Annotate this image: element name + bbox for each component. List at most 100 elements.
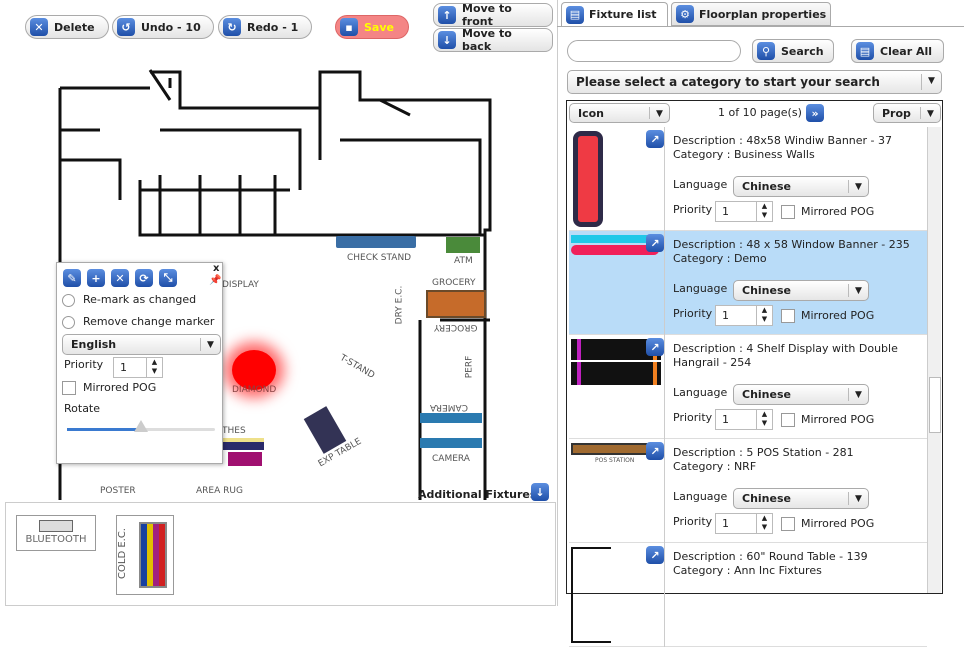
mirrored-checkbox[interactable] [781, 517, 795, 531]
priority-stepper[interactable]: 1▲▼ [113, 357, 163, 378]
fixture-thumbnail[interactable]: POS STATION [569, 439, 665, 543]
tray-item-cold-ec[interactable]: COLD E.C. [116, 515, 174, 595]
place-fixture-icon[interactable]: ↗ [646, 546, 664, 564]
diamond-fixture-selected[interactable] [232, 350, 276, 390]
fixture-priority-stepper[interactable]: 1▲▼ [715, 305, 773, 326]
label-dry-ec: DRY E.C. [394, 285, 405, 325]
tab-fixture-list[interactable]: ▤Fixture list [561, 2, 668, 26]
category-select[interactable]: Please select a category to start your s… [567, 70, 942, 94]
priority-label: Priority [673, 307, 713, 320]
icon-select[interactable]: Icon▼ [569, 103, 670, 123]
arrow-up-icon: ↑ [438, 6, 456, 24]
place-fixture-icon[interactable]: ↗ [646, 234, 664, 252]
fixture-row[interactable]: ↗ Description : 4 Shelf Display with Dou… [569, 335, 927, 439]
refresh-icon[interactable]: ⟳ [135, 269, 153, 287]
rotate-slider-thumb[interactable] [134, 420, 148, 432]
fixture-priority-stepper[interactable]: 1▲▼ [715, 201, 773, 222]
fixture-priority-stepper[interactable]: 1 ▲▼ [715, 409, 773, 430]
remark-radio[interactable] [62, 294, 75, 307]
clothes-table-fixture[interactable] [228, 452, 262, 466]
stepper-arrows-icon[interactable]: ▲▼ [756, 202, 772, 221]
fixture-description: Description : 5 POS Station - 281 [673, 446, 854, 460]
clear-label: Clear All [880, 44, 933, 58]
fixture-language-select[interactable]: Chinese▼ [733, 280, 869, 301]
prop-select[interactable]: Prop▼ [873, 103, 941, 123]
list-scrollbar[interactable] [927, 127, 941, 593]
search-button[interactable]: ⚲Search [752, 39, 834, 63]
label-atm: ATM [454, 256, 473, 266]
place-fixture-icon[interactable]: ↗ [646, 130, 664, 148]
bluetooth-label: BLUETOOTH [25, 534, 87, 545]
fixture-category: Category : Ann Inc Fixtures [673, 564, 822, 577]
additional-fixtures-tray: BLUETOOTH COLD E.C. [5, 502, 556, 606]
place-fixture-icon[interactable]: ↗ [646, 442, 664, 460]
fixture-thumbnail[interactable] [569, 127, 665, 231]
mirrored-checkbox[interactable] [781, 205, 795, 219]
description-text-cont: Hangrail - 254 [673, 356, 752, 369]
delete-button[interactable]: ✕Delete [25, 15, 109, 39]
priority-label: Priority [64, 358, 104, 371]
stepper-arrows-icon[interactable]: ▲▼ [756, 410, 772, 429]
redo-button[interactable]: ↻Redo - 1 [218, 15, 312, 39]
stepper-arrows-icon[interactable]: ▲▼ [756, 514, 772, 533]
save-button[interactable]: ▪Save [335, 15, 409, 39]
fixture-thumbnail[interactable] [569, 231, 665, 335]
undo-button[interactable]: ↺Undo - 10 [112, 15, 214, 39]
search-input[interactable] [567, 40, 741, 62]
mirrored-checkbox[interactable] [62, 381, 76, 395]
stepper-arrows-icon[interactable]: ▲▼ [756, 306, 772, 325]
fixture-row[interactable]: POS STATION ↗ Description : 5 POS Statio… [569, 439, 927, 543]
rotate-slider[interactable] [67, 420, 215, 432]
chevron-down-icon: ▼ [649, 107, 669, 119]
mirrored-checkbox[interactable] [781, 309, 795, 323]
atm-fixture[interactable] [446, 237, 480, 253]
save-icon: ▪ [340, 18, 358, 36]
language-label: Language [673, 386, 728, 399]
book-icon: ▤ [566, 5, 584, 24]
label-grocery-top: GROCERY [432, 278, 476, 288]
scrollbar-thumb[interactable] [929, 377, 941, 433]
fixture-row[interactable]: ↗ Description : 48 x 58 Window Banner - … [569, 231, 927, 335]
floorplan-canvas[interactable]: CHECK STAND ATM GROCERY GROCERY DRY E.C.… [0, 60, 556, 502]
check-stand-fixture[interactable] [336, 236, 416, 248]
fixture-language-select[interactable]: Chinese▼ [733, 176, 869, 197]
floorplan-walls [58, 69, 492, 500]
resize-icon[interactable]: ⤡ [159, 269, 177, 287]
mirrored-label: Mirrored POG [801, 205, 875, 218]
fixture-row[interactable]: ↗ Description : 48x58 Windiw Banner - 37… [569, 127, 927, 231]
stepper-arrows-icon[interactable]: ▲▼ [146, 358, 162, 377]
move-to-front-button[interactable]: ↑Move to front [433, 2, 553, 28]
mirrored-checkbox[interactable] [781, 413, 795, 427]
priority-value: 1 [722, 413, 729, 426]
chevron-down-icon: ▼ [848, 284, 868, 297]
move-to-back-button[interactable]: ↓Move to back [433, 27, 553, 53]
description-text: Description : 4 Shelf Display with Doubl… [673, 342, 898, 355]
fixture-row[interactable]: ↗ Description : 60" Round Table - 139 Ca… [569, 543, 927, 647]
language-select[interactable]: English▼ [62, 334, 221, 355]
description-text: Description : 48x58 Windiw Banner - 37 [673, 134, 893, 147]
popup-toolbar: ✎ + ✕ ⟳ ⤡ [63, 269, 177, 287]
expand-down-icon[interactable]: ↓ [531, 483, 549, 501]
clear-all-button[interactable]: ▤Clear All [851, 39, 944, 63]
camera-fixture-bottom[interactable] [420, 438, 482, 448]
search-label: Search [781, 44, 824, 58]
camera-fixture-top[interactable] [420, 413, 482, 423]
place-fixture-icon[interactable]: ↗ [646, 338, 664, 356]
fixture-language-select[interactable]: Chinese▼ [733, 384, 869, 405]
chevron-down-icon: ▼ [920, 107, 940, 119]
tab-floorplan-properties[interactable]: ⚙Floorplan properties [671, 2, 831, 26]
grocery-fixture[interactable] [426, 290, 486, 318]
pin-icon[interactable]: 📌 [209, 275, 222, 286]
clothes-fixture[interactable] [222, 438, 264, 450]
remove-marker-radio[interactable] [62, 316, 75, 329]
fixture-priority-stepper[interactable]: 1▲▼ [715, 513, 773, 534]
plus-icon[interactable]: + [87, 269, 105, 287]
next-page-icon[interactable]: » [806, 104, 824, 122]
x-icon[interactable]: ✕ [111, 269, 129, 287]
mirrored-label: Mirrored POG [801, 413, 875, 426]
fixture-language-select[interactable]: Chinese▼ [733, 488, 869, 509]
close-icon[interactable]: x [213, 263, 220, 274]
comment-icon[interactable]: ✎ [63, 269, 81, 287]
tray-item-bluetooth[interactable]: BLUETOOTH [16, 515, 96, 551]
fixture-popup: ✎+✕⟳⤡ x 📌 Re-mark as changed Remove chan… [56, 262, 223, 464]
